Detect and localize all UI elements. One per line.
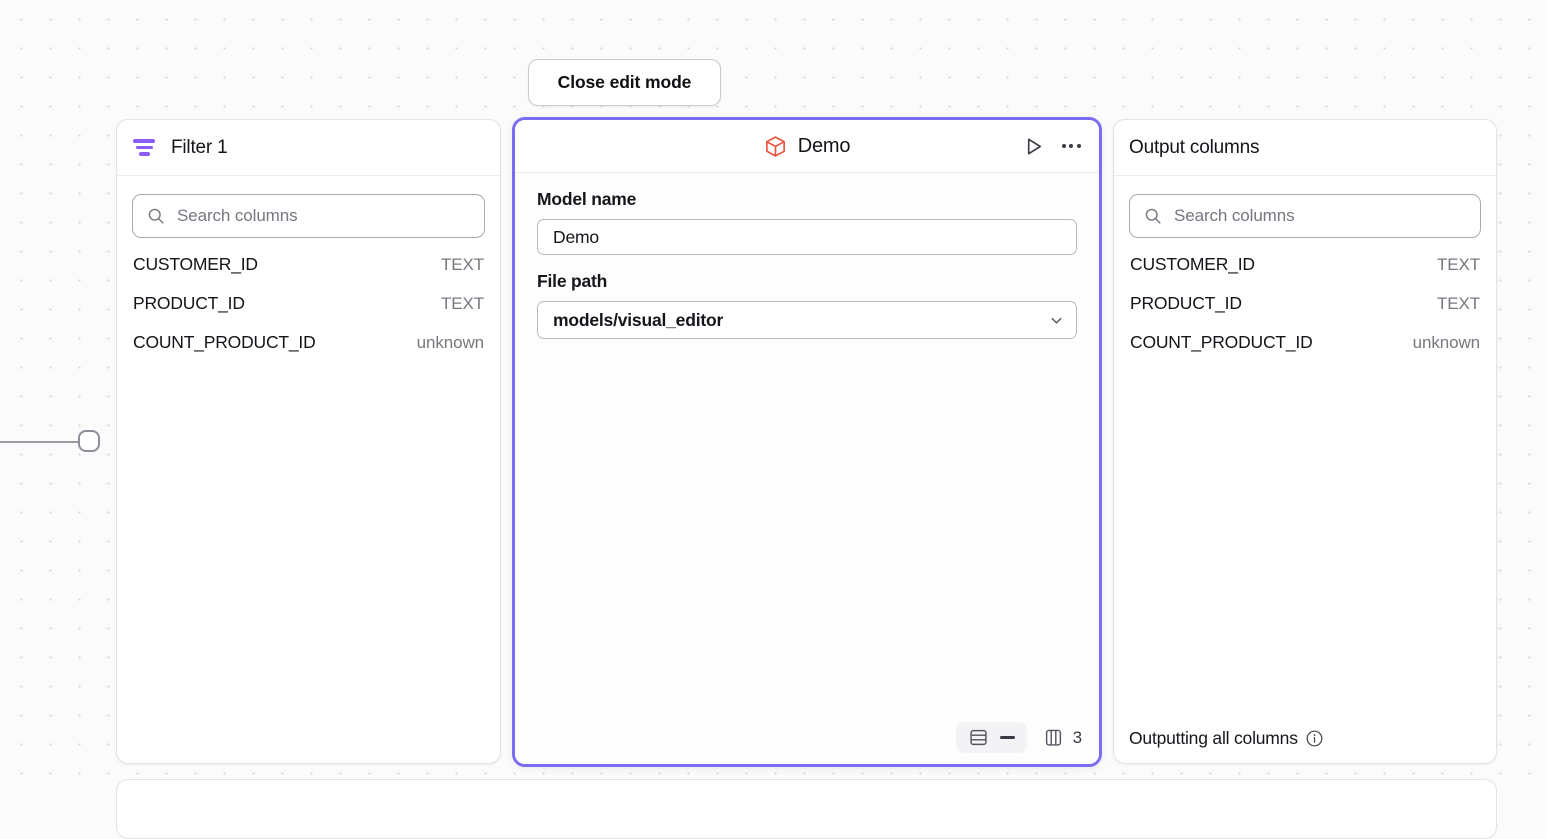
row-count-stat[interactable] (956, 722, 1027, 753)
filter-panel-header: Filter 1 (117, 120, 500, 176)
cube-icon (764, 135, 787, 158)
chevron-down-icon (1049, 313, 1064, 328)
column-name: PRODUCT_ID (1130, 293, 1242, 314)
filter-panel[interactable]: Filter 1 Search columns CUSTOMER_ID TEXT… (116, 119, 501, 764)
model-more-options-button[interactable] (1059, 134, 1083, 158)
row-count-value (1000, 736, 1015, 739)
model-panel-body: Model name Demo File path models/visual_… (515, 173, 1099, 764)
list-item[interactable]: COUNT_PRODUCT_ID unknown (1129, 332, 1481, 358)
model-panel-title: Demo (798, 135, 851, 158)
column-type: TEXT (1437, 294, 1480, 314)
rows-icon (968, 727, 989, 748)
outputting-all-columns-label: Outputting all columns (1129, 728, 1298, 749)
column-name: COUNT_PRODUCT_ID (1130, 332, 1313, 353)
model-stats-footer: 3 (956, 722, 1086, 753)
output-column-list: CUSTOMER_ID TEXT PRODUCT_ID TEXT COUNT_P… (1129, 254, 1481, 358)
filter-search-placeholder: Search columns (177, 206, 298, 226)
model-header-actions (1021, 134, 1099, 158)
column-name: PRODUCT_ID (133, 293, 245, 314)
output-panel-header: Output columns (1114, 120, 1496, 176)
graph-edge-handle[interactable] (78, 430, 100, 452)
graph-edge-line (0, 441, 80, 443)
output-panel-footer: Outputting all columns (1114, 714, 1496, 763)
run-model-button[interactable] (1021, 134, 1045, 158)
filter-search-input[interactable]: Search columns (132, 194, 485, 238)
model-node-panel[interactable]: Demo Model name Demo File path models/vi… (512, 117, 1102, 767)
column-count-value: 3 (1073, 728, 1082, 748)
list-item[interactable]: CUSTOMER_ID TEXT (132, 254, 485, 280)
column-name: CUSTOMER_ID (1130, 254, 1255, 275)
list-item[interactable]: PRODUCT_ID TEXT (132, 293, 485, 319)
column-type: TEXT (1437, 255, 1480, 275)
search-icon (1144, 207, 1162, 225)
file-path-label: File path (537, 271, 1077, 292)
search-icon (147, 207, 165, 225)
model-name-label: Model name (537, 189, 1077, 210)
columns-icon (1043, 727, 1064, 748)
bottom-panel-peek[interactable] (116, 779, 1497, 839)
close-edit-mode-button[interactable]: Close edit mode (528, 59, 721, 106)
filter-icon (131, 139, 157, 157)
model-name-input[interactable]: Demo (537, 219, 1077, 255)
list-item[interactable]: CUSTOMER_ID TEXT (1129, 254, 1481, 280)
filter-column-list: CUSTOMER_ID TEXT PRODUCT_ID TEXT COUNT_P… (132, 254, 485, 358)
output-panel-title: Output columns (1129, 137, 1259, 159)
list-item[interactable]: PRODUCT_ID TEXT (1129, 293, 1481, 319)
info-circle-icon[interactable] (1305, 729, 1324, 748)
file-path-value: models/visual_editor (553, 310, 723, 331)
column-type: unknown (1413, 333, 1480, 353)
output-search-input[interactable]: Search columns (1129, 194, 1481, 238)
filter-panel-body: Search columns CUSTOMER_ID TEXT PRODUCT_… (117, 176, 500, 358)
filter-panel-title: Filter 1 (171, 137, 227, 159)
column-type: TEXT (441, 255, 484, 275)
file-path-select[interactable]: models/visual_editor (537, 301, 1077, 339)
model-panel-header: Demo (515, 120, 1099, 173)
play-icon (1022, 135, 1045, 158)
output-columns-panel[interactable]: Output columns Search columns CUSTOMER_I… (1113, 119, 1497, 764)
column-type: unknown (417, 333, 484, 353)
output-panel-body: Search columns CUSTOMER_ID TEXT PRODUCT_… (1114, 176, 1496, 358)
list-item[interactable]: COUNT_PRODUCT_ID unknown (132, 332, 485, 358)
model-title-group: Demo (515, 135, 1099, 158)
more-horizontal-icon (1062, 144, 1081, 148)
column-name: COUNT_PRODUCT_ID (133, 332, 316, 353)
column-type: TEXT (441, 294, 484, 314)
column-name: CUSTOMER_ID (133, 254, 258, 275)
output-search-placeholder: Search columns (1174, 206, 1295, 226)
column-count-stat[interactable]: 3 (1027, 722, 1086, 753)
